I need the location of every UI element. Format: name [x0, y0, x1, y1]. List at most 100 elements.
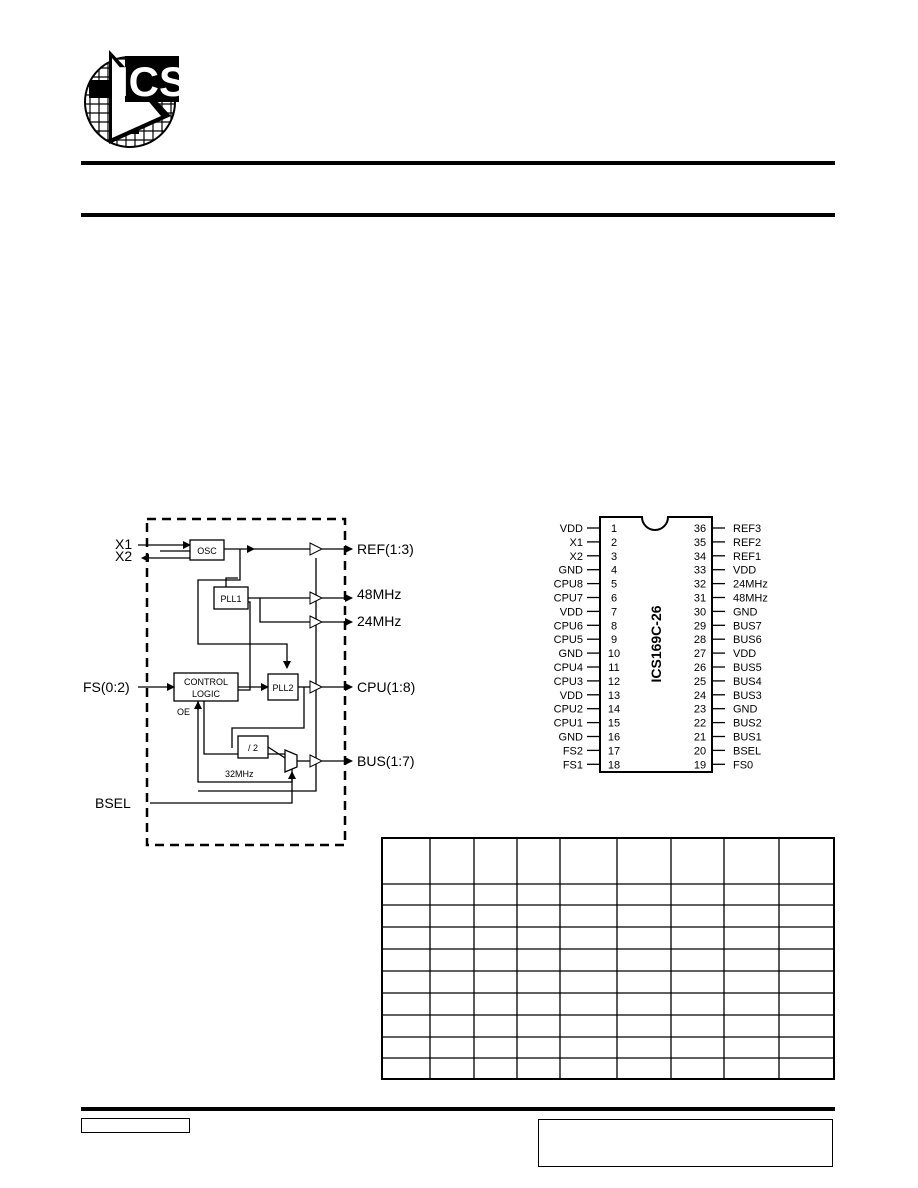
- mhz32-label: 32MHz: [225, 769, 254, 779]
- right-pin-name: BUS4: [733, 676, 762, 688]
- right-pin-name: 48MHz: [733, 593, 768, 605]
- right-pin-name: BUS6: [733, 634, 762, 646]
- right-pin-number: 21: [694, 732, 706, 744]
- left-pin-number: 16: [608, 732, 620, 744]
- left-pin-number: 8: [611, 620, 617, 632]
- pll1-block: PLL1: [220, 594, 241, 604]
- left-pin-name: CPU6: [554, 620, 583, 632]
- right-pin-number: 36: [694, 523, 706, 535]
- right-pin-name: GND: [733, 704, 758, 716]
- left-pin-number: 4: [611, 565, 617, 577]
- left-pin-number: 9: [611, 634, 617, 646]
- right-pin-name: BUS1: [733, 732, 762, 744]
- left-pin-number: 18: [608, 759, 620, 771]
- left-pin-name: CPU5: [554, 634, 583, 646]
- left-pin-name: CPU2: [554, 704, 583, 716]
- pll2-block: PLL2: [272, 683, 293, 693]
- right-pin-number: 26: [694, 662, 706, 674]
- right-pin-number: 20: [694, 745, 706, 757]
- logo-text: ICS: [117, 58, 179, 105]
- frequency-table: [381, 837, 835, 1080]
- right-pin-number: 32: [694, 579, 706, 591]
- left-pin-number: 7: [611, 606, 617, 618]
- output-bus: BUS(1:7): [357, 753, 415, 769]
- control-logic-line2: LOGIC: [192, 689, 221, 699]
- right-pin-name: REF3: [733, 523, 761, 535]
- right-pin-number: 22: [694, 718, 706, 730]
- right-pin-number: 35: [694, 537, 706, 549]
- left-pin-name: CPU7: [554, 593, 583, 605]
- left-pin-name: X2: [570, 551, 583, 563]
- left-pin-name: CPU3: [554, 676, 583, 688]
- output-48mhz: 48MHz: [357, 586, 401, 602]
- right-pin-name: FS0: [733, 759, 753, 771]
- control-logic-line1: CONTROL: [184, 677, 228, 687]
- input-x2: X2: [115, 548, 132, 564]
- top-rule: [81, 161, 835, 165]
- right-pin-number: 23: [694, 704, 706, 716]
- left-pin-number: 2: [611, 537, 617, 549]
- output-cpu: CPU(1:8): [357, 679, 415, 695]
- right-pin-number: 29: [694, 620, 706, 632]
- left-pin-number: 3: [611, 551, 617, 563]
- left-pin-name: GND: [559, 732, 584, 744]
- footer-left-box: [81, 1118, 190, 1133]
- footer-right-box: [538, 1119, 833, 1167]
- left-pin-number: 11: [608, 662, 619, 674]
- part-number: ICS169C-26: [648, 605, 664, 682]
- right-pin-name: GND: [733, 606, 758, 618]
- left-pin-number: 15: [608, 718, 620, 730]
- left-pin-name: FS2: [563, 745, 583, 757]
- div2-block: / 2: [248, 743, 258, 753]
- left-pin-name: VDD: [560, 523, 583, 535]
- left-pin-name: FS1: [563, 759, 583, 771]
- left-pin-number: 10: [608, 648, 620, 660]
- left-pin-number: 12: [608, 676, 620, 688]
- left-pin-name: CPU1: [554, 718, 583, 730]
- left-pin-number: 5: [611, 579, 617, 591]
- input-fs: FS(0:2): [83, 679, 130, 695]
- left-pin-name: X1: [570, 537, 583, 549]
- right-pin-number: 33: [694, 565, 706, 577]
- right-pin-number: 30: [694, 606, 706, 618]
- ic-package: [599, 516, 713, 773]
- left-pin-name: GND: [559, 648, 584, 660]
- right-pin-number: 24: [694, 690, 706, 702]
- right-pin-name: REF1: [733, 551, 761, 563]
- left-pin-number: 13: [608, 690, 620, 702]
- right-pin-name: BUS5: [733, 662, 762, 674]
- right-pin-name: VDD: [733, 565, 756, 577]
- second-rule: [81, 213, 835, 217]
- right-pin-name: BUS2: [733, 718, 762, 730]
- input-x1: X1: [115, 536, 132, 552]
- output-ref: REF(1:3): [357, 541, 414, 557]
- left-pin-name: VDD: [560, 606, 583, 618]
- left-pin-number: 17: [608, 745, 620, 757]
- right-pin-name: VDD: [733, 648, 756, 660]
- left-pin-name: CPU8: [554, 579, 583, 591]
- osc-block: OSC: [197, 546, 217, 556]
- chip-boundary: [145, 517, 347, 847]
- right-pin-name: BUS3: [733, 690, 762, 702]
- right-pin-number: 31: [694, 593, 706, 605]
- right-pin-name: BSEL: [733, 745, 761, 757]
- right-pin-number: 19: [694, 759, 706, 771]
- oe-label: OE: [177, 707, 190, 717]
- right-pin-number: 28: [694, 634, 706, 646]
- left-pin-name: VDD: [560, 690, 583, 702]
- block-diagram: X1 X2 OSC PLL1 CONTROL LOGIC FS(0:2) OE …: [83, 517, 415, 847]
- right-pin-name: REF2: [733, 537, 761, 549]
- right-pin-number: 34: [694, 551, 706, 563]
- left-pin-name: CPU4: [554, 662, 583, 674]
- left-pin-number: 1: [611, 523, 617, 535]
- bottom-rule: [81, 1107, 835, 1111]
- right-pin-name: BUS7: [733, 620, 762, 632]
- ics-logo: ICS: [84, 50, 179, 148]
- left-pin-number: 6: [611, 593, 617, 605]
- right-pin-number: 27: [694, 648, 706, 660]
- left-pin-name: GND: [559, 565, 584, 577]
- left-pin-number: 14: [608, 704, 620, 716]
- right-pin-name: 24MHz: [733, 579, 768, 591]
- output-24mhz: 24MHz: [357, 613, 401, 629]
